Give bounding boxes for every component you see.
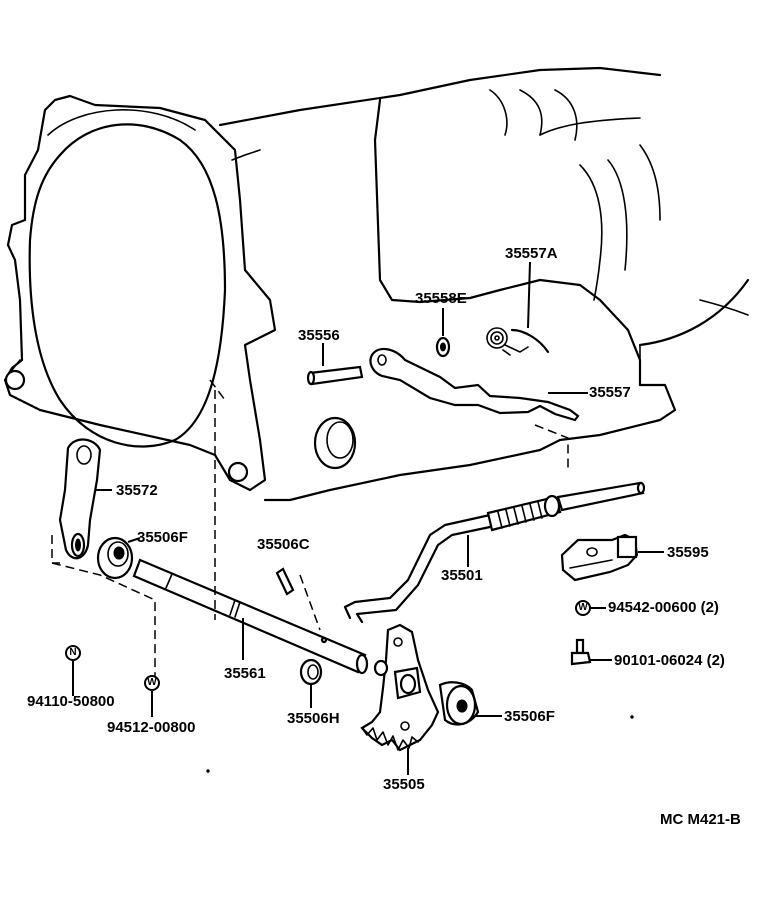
- bolt-90101: [570, 638, 612, 666]
- bushing-35506H: [299, 658, 323, 708]
- transmission-housing: [3, 66, 750, 502]
- label-90101: 90101-06024 (2): [614, 652, 725, 669]
- label-35506F-bottom: 35506F: [504, 708, 555, 725]
- label-35557A: 35557A: [505, 245, 558, 262]
- label-94110: 94110-50800: [27, 693, 115, 710]
- case-port: [313, 416, 357, 470]
- washer-symbol-icon: W: [575, 600, 591, 616]
- label-35506C: 35506C: [257, 536, 310, 553]
- label-35595: 35595: [667, 544, 709, 561]
- label-35561: 35561: [224, 665, 266, 682]
- label-35506F-top: 35506F: [137, 529, 188, 546]
- label-94512: 94512-00800: [107, 719, 196, 736]
- collar-35558E: [435, 308, 451, 358]
- seal-35506F-bottom: [438, 681, 502, 726]
- washer-symbol-icon: W: [144, 675, 160, 691]
- label-35505: 35505: [383, 776, 425, 793]
- detent-plate-35557: [369, 347, 588, 422]
- label-94542: 94542-00600 (2): [608, 599, 719, 616]
- detent-lever-35505: [360, 623, 440, 775]
- lever-35572: [58, 438, 112, 560]
- housing-boss-bottom: [227, 461, 249, 483]
- control-rod-35501: [343, 481, 646, 624]
- drawing-code: MC M421-B: [660, 811, 741, 828]
- label-35506H: 35506H: [287, 710, 340, 727]
- pin-35556: [306, 343, 364, 386]
- shaft-35561: [132, 558, 369, 675]
- speck: [206, 769, 210, 773]
- assembly-guides: [51, 379, 569, 680]
- nut-symbol-icon: N: [65, 645, 81, 661]
- pin-35506C: [275, 567, 295, 596]
- speck: [630, 715, 634, 719]
- label-35557: 35557: [589, 384, 631, 401]
- bracket-35595: [560, 533, 664, 582]
- housing-boss-left: [4, 369, 26, 391]
- label-35558E: 35558E: [415, 290, 467, 307]
- seal-35506F-top: [96, 536, 141, 580]
- spring-35557A: [486, 261, 550, 356]
- label-35556: 35556: [298, 327, 340, 344]
- label-35501: 35501: [441, 567, 483, 584]
- label-35572: 35572: [116, 482, 158, 499]
